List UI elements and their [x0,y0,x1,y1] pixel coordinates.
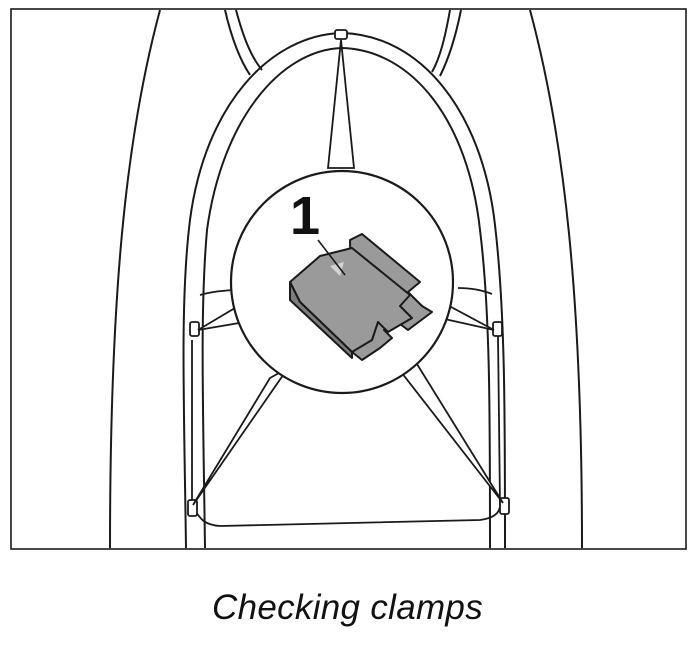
callout-number: 1 [290,186,320,246]
callout-leader-line [317,239,346,276]
seat-outline [109,9,583,549]
frame-clamps [187,29,510,517]
backrest-straps [224,9,462,77]
callout-pointers [192,39,504,506]
clamp-detail [289,233,433,361]
figure-frame [10,8,687,550]
figure-caption: Checking clamps [212,588,483,627]
